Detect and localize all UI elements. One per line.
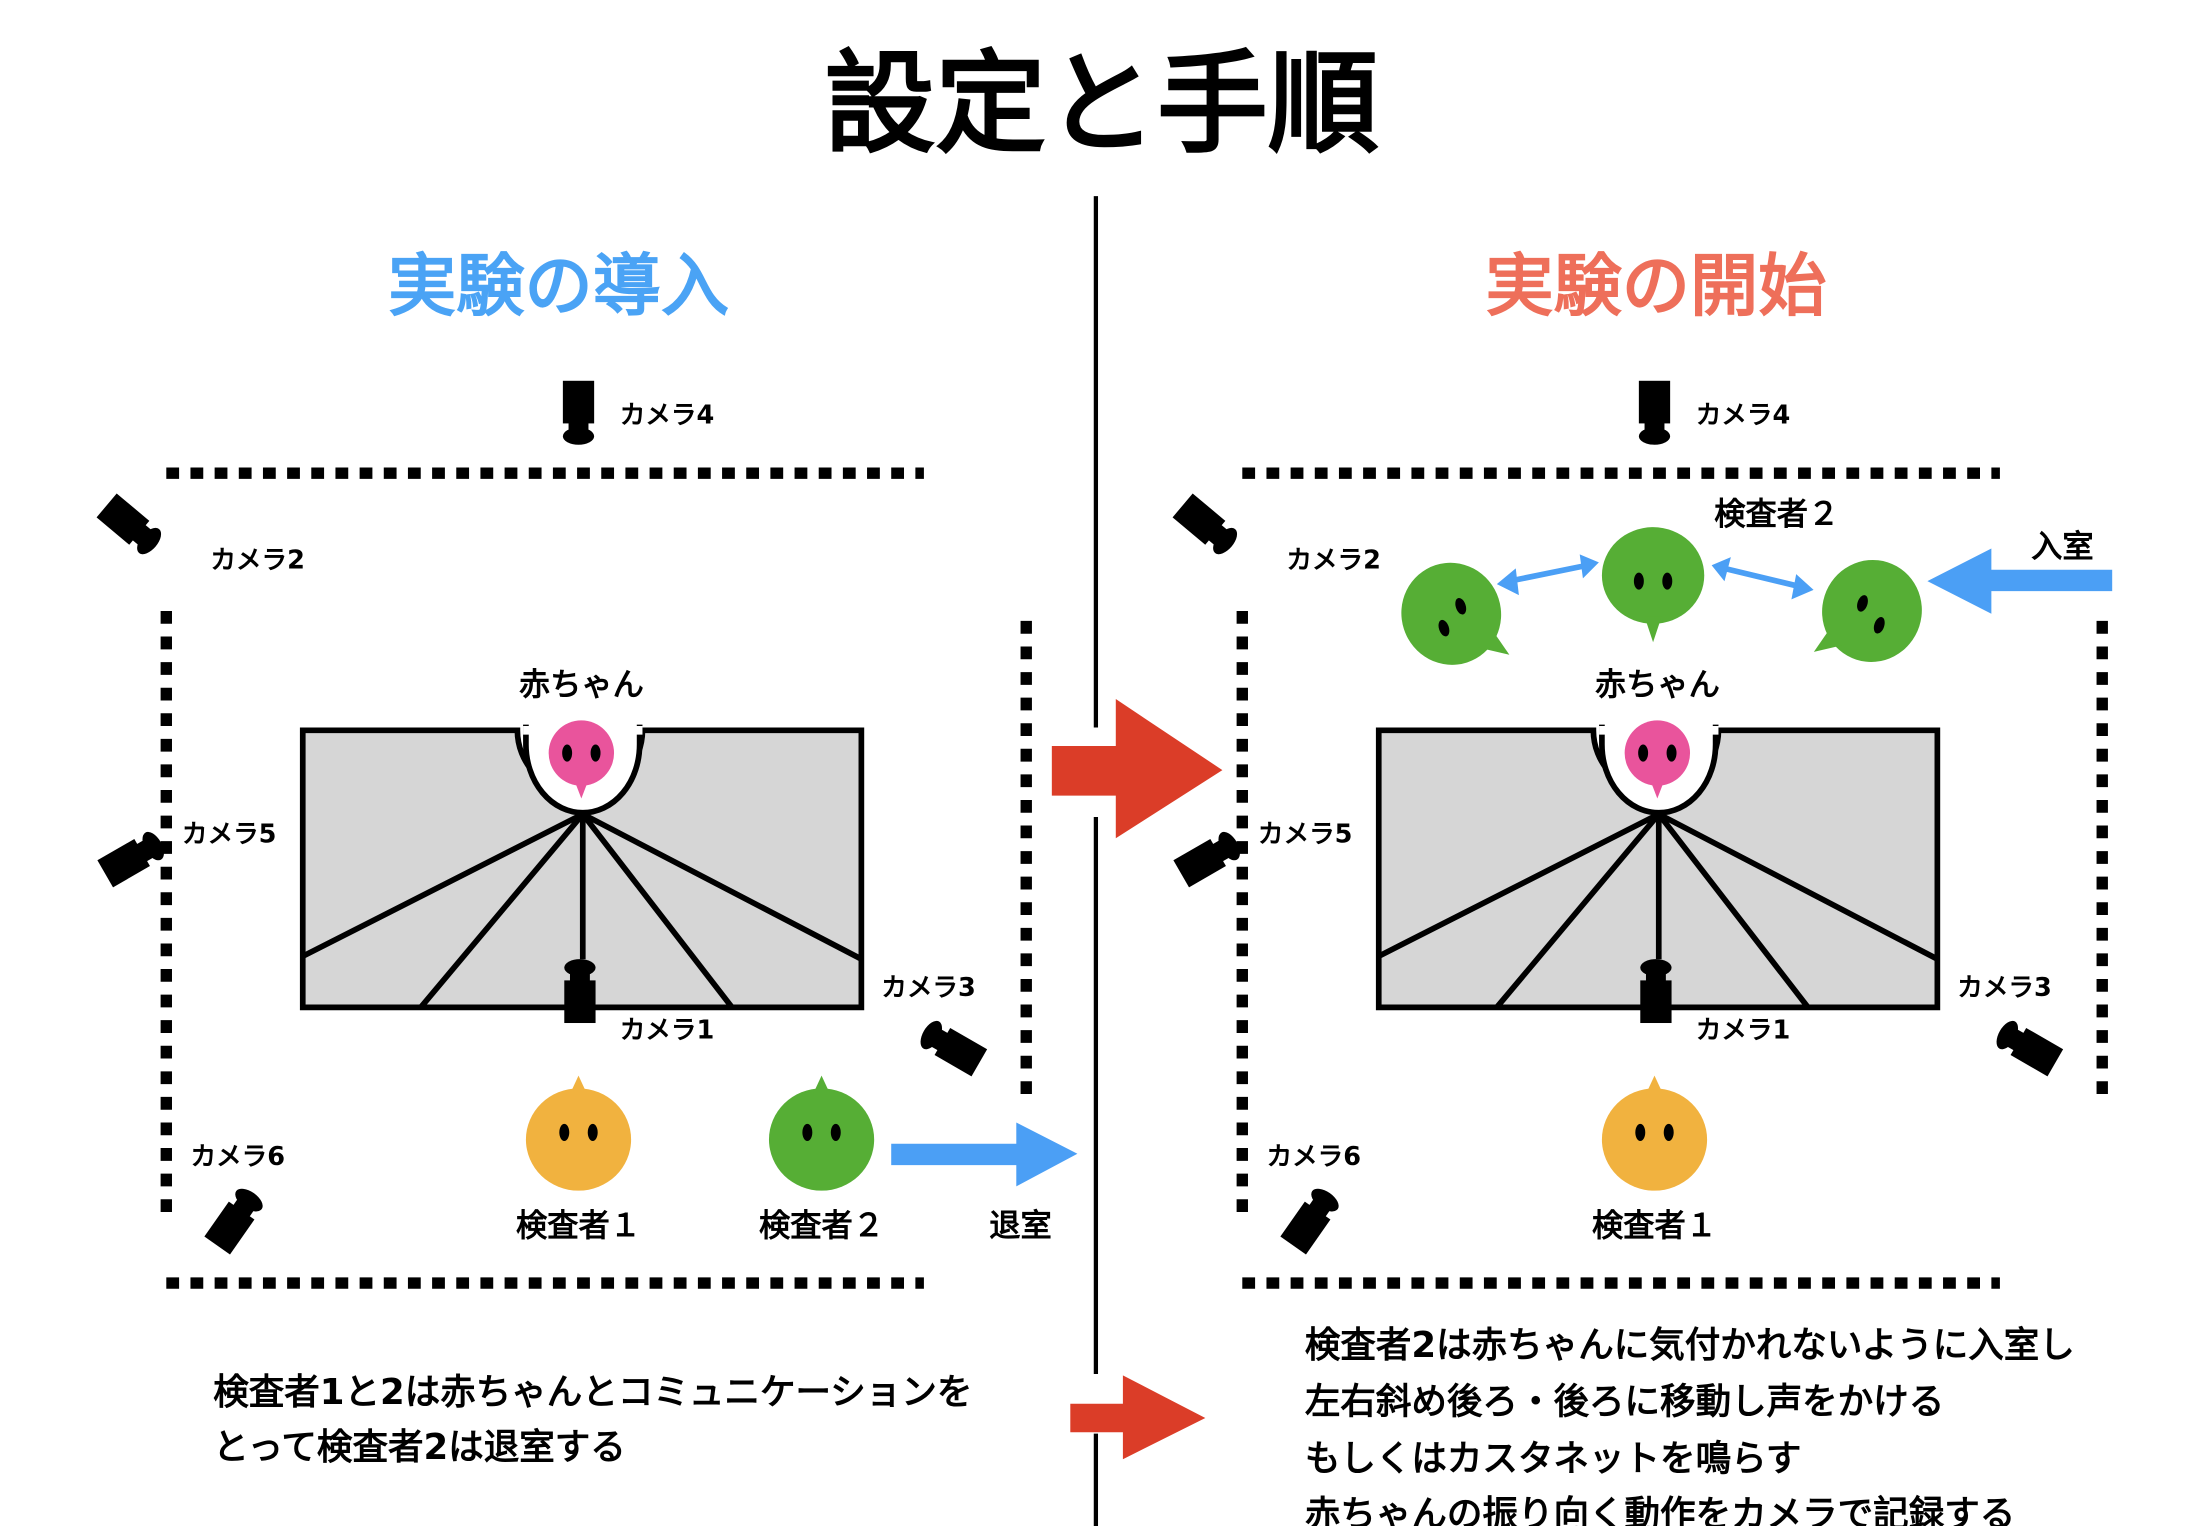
panel-start: 実験の開始 赤ちゃん [1172, 248, 2113, 1526]
camera-1-label: カメラ1 [1696, 1016, 1791, 1046]
camera-6-label: カメラ6 [190, 1142, 285, 1172]
exit-label: 退室 [989, 1207, 1052, 1244]
camera-6-icon [204, 1184, 267, 1255]
camera-1-icon [1640, 959, 1672, 1024]
camera-3-icon [916, 1017, 988, 1077]
camera-6-label: カメラ6 [1266, 1142, 1361, 1172]
examiner-1-label: 検査者１ [516, 1208, 641, 1244]
camera-1-icon [564, 959, 596, 1024]
start-description-line-3: もしくはカスタネットを鳴らす [1305, 1439, 1802, 1480]
examiner-2-label: 検査者２ [1714, 496, 1839, 532]
start-description-line-2: 左右斜め後ろ・後ろに移動し声をかける [1305, 1382, 1944, 1423]
examiner-2 [768, 1075, 875, 1191]
examiner-2-position-left [1401, 562, 1510, 665]
camera-1-label: カメラ1 [620, 1016, 715, 1046]
intro-description-line-1: 検査者1と2は赤ちゃんとコミュニケーションを [213, 1372, 972, 1413]
move-arrow-right [1711, 557, 1814, 600]
baby-label: 赤ちゃん [519, 667, 644, 703]
camera-3-icon [1992, 1017, 2064, 1077]
examiner-2-label: 検査者２ [759, 1208, 884, 1244]
camera-4-label: カメラ4 [620, 400, 715, 430]
camera-5-label: カメラ5 [1258, 820, 1353, 850]
enter-arrow [1927, 548, 2113, 614]
start-description-line-1: 検査者2は赤ちゃんに気付かれないように入室し [1305, 1325, 2075, 1366]
examiner-1 [525, 1075, 632, 1191]
camera-3-label: カメラ3 [1957, 973, 2052, 1003]
examiner-2-position-back [1601, 527, 1705, 643]
baby [548, 720, 615, 799]
camera-4-icon [562, 380, 595, 445]
camera-6-icon [1280, 1184, 1343, 1255]
step-arrow-large [1051, 699, 1223, 839]
camera-2-icon [1172, 493, 1242, 559]
enter-label: 入室 [2031, 528, 2094, 565]
camera-2-icon [96, 493, 166, 559]
start-heading: 実験の開始 [1485, 248, 1826, 327]
camera-5-label: カメラ5 [182, 820, 277, 850]
move-arrow-left [1496, 554, 1599, 596]
camera-2-label: カメラ2 [1286, 545, 1381, 575]
examiner-1 [1601, 1075, 1708, 1191]
baby [1624, 720, 1691, 799]
camera-5-icon [1173, 828, 1245, 888]
panel-intro: 実験の導入 赤ちゃん [96, 248, 1078, 1468]
exit-arrow [891, 1122, 1078, 1187]
examiner-1-label: 検査者１ [1592, 1208, 1717, 1244]
camera-3-label: カメラ3 [881, 973, 976, 1003]
table [1375, 724, 1941, 1011]
camera-4-label: カメラ4 [1696, 400, 1791, 430]
camera-5-icon [97, 828, 169, 888]
table [299, 724, 865, 1011]
baby-label: 赤ちゃん [1595, 667, 1720, 703]
camera-4-icon [1638, 380, 1671, 445]
page-title: 設定と手順 [824, 40, 1378, 169]
examiner-2-position-right [1813, 559, 1922, 662]
camera-2-label: カメラ2 [210, 545, 305, 575]
start-description-line-4: 赤ちゃんの振り向く動作をカメラで記録する [1305, 1494, 2015, 1526]
intro-description-line-2: とって検査者2は退室する [213, 1427, 626, 1468]
step-arrow-small [1070, 1375, 1206, 1460]
intro-heading: 実験の導入 [388, 248, 729, 327]
